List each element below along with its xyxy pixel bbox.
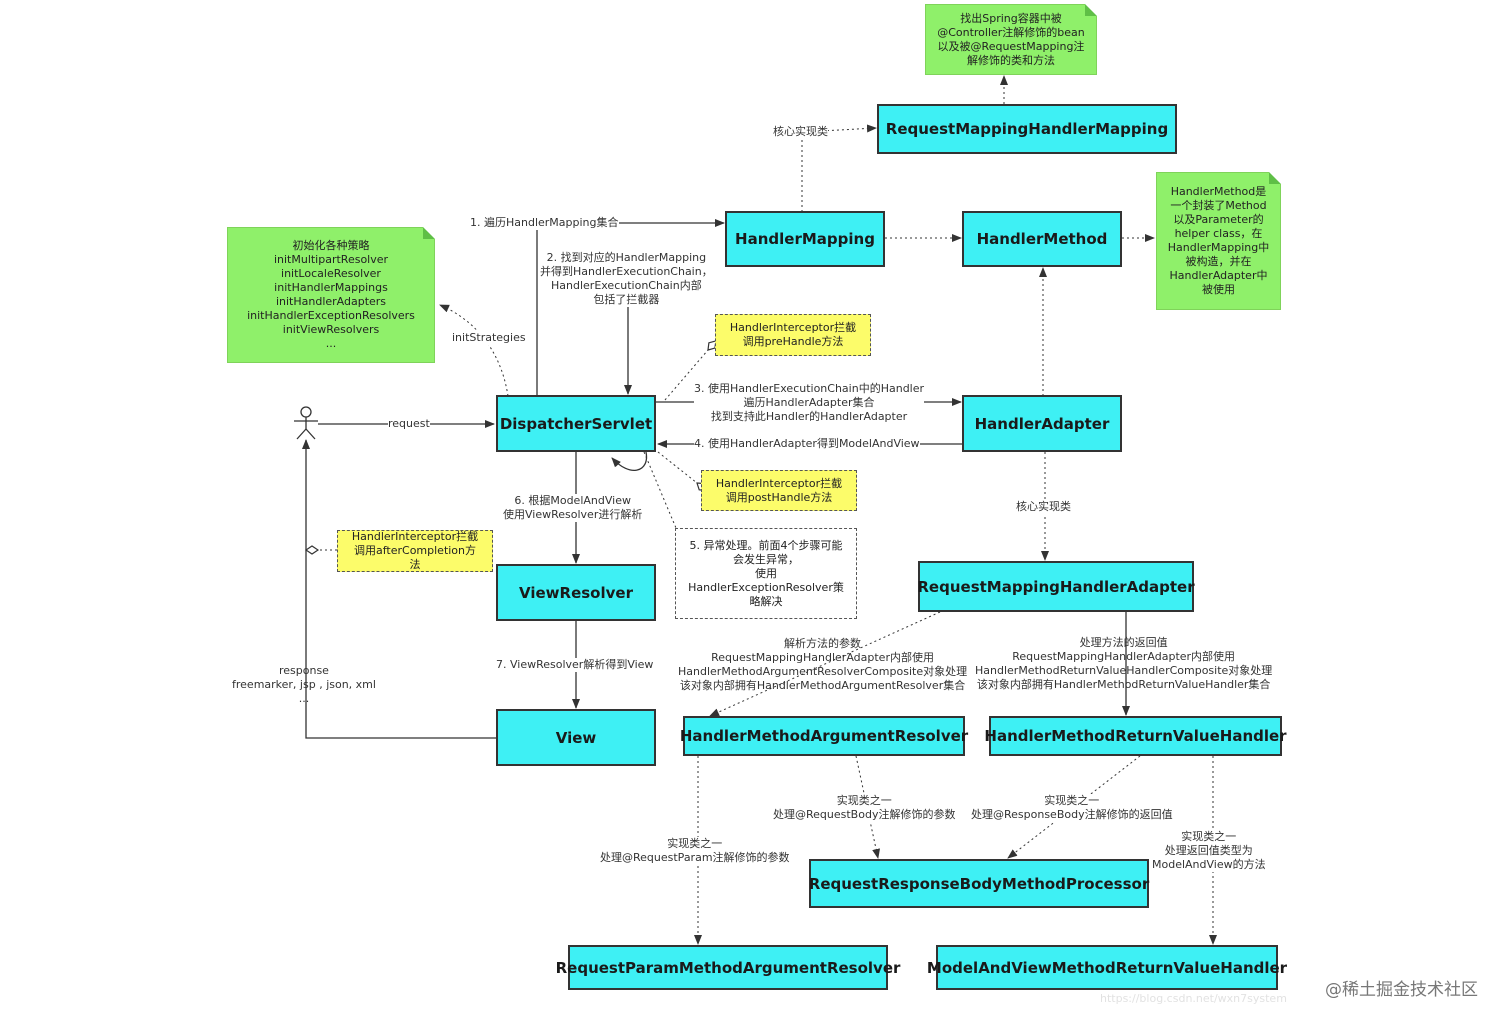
note-pre-handle: HandlerInterceptor拦截 调用preHandle方法 <box>715 314 871 356</box>
label-step2: 2. 找到对应的HandlerMapping 并得到HandlerExecuti… <box>540 251 713 307</box>
label-response: response freemarker, jsp , json, xml ... <box>232 664 376 705</box>
label-step7: 7. ViewResolver解析得到View <box>496 658 654 672</box>
node-handler-method: HandlerMethod <box>962 211 1122 267</box>
node-view: View <box>496 709 656 766</box>
edge-response <box>302 439 496 739</box>
node-dispatcher-servlet: DispatcherServlet <box>496 395 656 452</box>
label-step6: 6. 根据ModelAndView 使用ViewResolver进行解析 <box>503 494 643 522</box>
note-exception-handling: 5. 异常处理。前面4个步骤可能 会发生异常， 使用 HandlerExcept… <box>675 528 857 619</box>
label-step3: 3. 使用HandlerExecutionChain中的Handler 遍历Ha… <box>694 382 925 424</box>
label-impl-model-and-view: 实现类之一 处理返回值类型为 ModelAndView的方法 <box>1152 830 1266 872</box>
node-handler-method-return-value-handler: HandlerMethodReturnValueHandler <box>984 716 1287 756</box>
node-request-param-method-argument-resolver: RequestParamMethodArgumentResolver <box>556 945 900 990</box>
watermark-juejin: @稀土掘金技术社区 <box>1325 980 1478 1000</box>
edge-hm-to-rmhm <box>801 124 877 212</box>
edge-arg-to-rrb <box>855 755 881 859</box>
edge-rmha-to-arg <box>709 611 941 717</box>
node-handler-adapter: HandlerAdapter <box>962 395 1122 452</box>
user-actor-icon <box>294 406 318 440</box>
label-impl-request-param: 实现类之一 处理@RequestParam注解修饰的参数 <box>600 837 790 865</box>
edge-self-loop <box>611 451 648 471</box>
node-request-mapping-handler-mapping: RequestMappingHandlerMapping <box>877 104 1177 154</box>
label-handle-return: 处理方法的返回值 RequestMappingHandlerAdapter内部使… <box>975 636 1273 691</box>
label-core-impl-top: 核心实现类 <box>773 125 828 139</box>
label-init-strategies: initStrategies <box>452 331 526 345</box>
note-handler-method-desc: HandlerMethod是 一个封装了Method 以及Parameter的 … <box>1156 172 1281 310</box>
edge-post-handle <box>657 451 697 483</box>
node-view-resolver: ViewResolver <box>496 564 656 621</box>
node-handler-method-argument-resolver: HandlerMethodArgumentResolver <box>680 716 968 756</box>
label-impl-response-body: 实现类之一 处理@ResponseBody注解修饰的返回值 <box>971 794 1173 822</box>
note-post-handle: HandlerInterceptor拦截 调用postHandle方法 <box>701 470 857 511</box>
label-step1: 1. 遍历HandlerMapping集合 <box>470 216 619 230</box>
edge-exception <box>643 451 677 529</box>
node-request-response-body-method-processor: RequestResponseBodyMethodProcessor <box>809 859 1149 908</box>
label-parse-params: 解析方法的参数 RequestMappingHandlerAdapter内部使用… <box>678 637 968 692</box>
note-init-strategies: 初始化各种策略 initMultipartResolver initLocale… <box>227 227 435 363</box>
label-impl-request-body: 实现类之一 处理@RequestBody注解修饰的参数 <box>773 794 956 822</box>
edge-step1 <box>536 219 725 396</box>
edge-pre-handle <box>664 350 708 401</box>
node-handler-mapping: HandlerMapping <box>725 211 885 267</box>
label-core-impl-mid: 核心实现类 <box>1016 500 1071 514</box>
label-request: request <box>388 417 430 431</box>
edge-init-strategies <box>439 304 509 397</box>
watermark-csdn: https://blog.csdn.net/wxn7system <box>1100 992 1287 1005</box>
note-after-completion: HandlerInterceptor拦截 调用afterCompletion方 … <box>337 530 493 572</box>
note-find-controller: 找出Spring容器中被 @Controller注解修饰的bean 以及被@Re… <box>925 4 1097 75</box>
node-model-and-view-method-return-value-handler: ModelAndViewMethodReturnValueHandler <box>927 945 1287 990</box>
node-request-mapping-handler-adapter: RequestMappingHandlerAdapter <box>917 561 1195 612</box>
label-step4: 4. 使用HandlerAdapter得到ModelAndView <box>694 437 920 451</box>
